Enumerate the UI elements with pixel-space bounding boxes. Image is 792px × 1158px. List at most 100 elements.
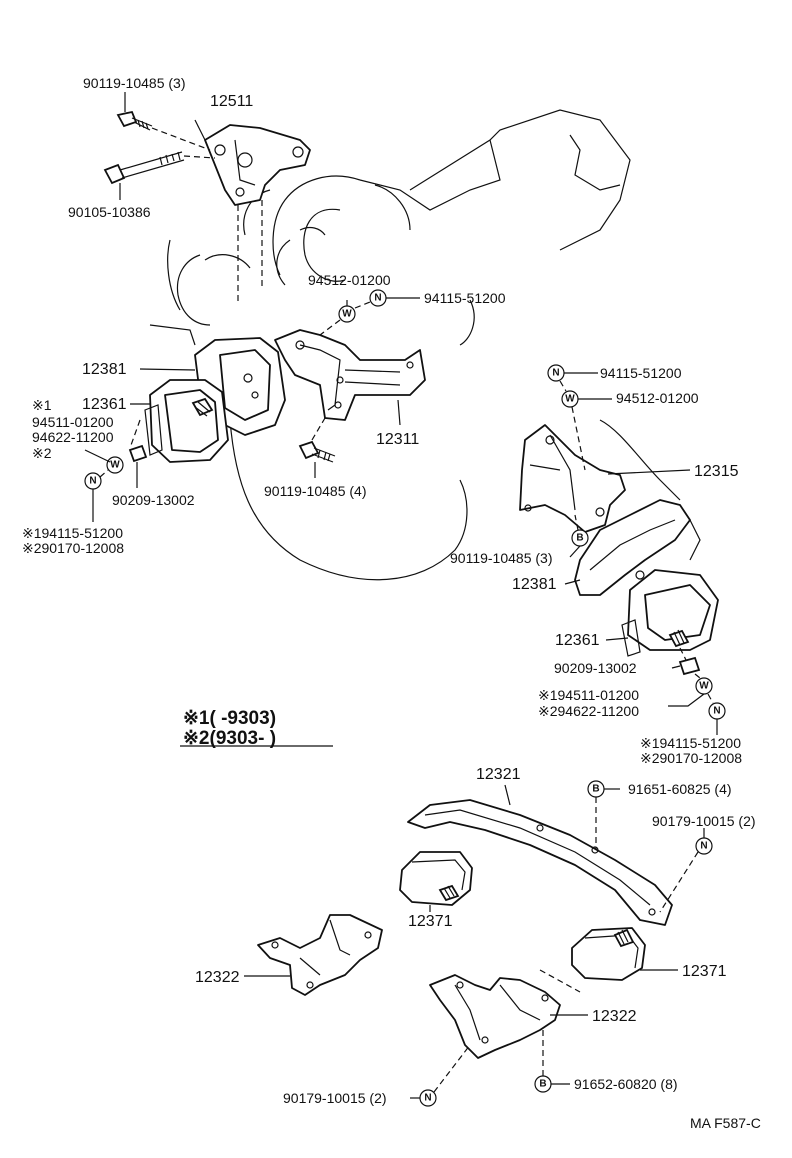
label-12511: 12511 (210, 93, 253, 110)
legend-note2: ※2(9303- ) (183, 728, 276, 749)
svg-text:N: N (713, 706, 720, 717)
legend-note1: ※1( -9303) (183, 708, 276, 729)
label-washer-note2: 94622-11200 (32, 429, 114, 445)
insulator-right (621, 569, 719, 657)
dash-right-washer2 (694, 673, 701, 679)
label-12371-right: 12371 (682, 963, 727, 980)
dash-top-nut (354, 301, 371, 309)
label-washer-note1: 94511-01200 (32, 414, 114, 430)
nut-symbol-right: N (708, 702, 726, 720)
bolt-90119-left (298, 440, 336, 463)
insulator-cover-right (574, 499, 691, 596)
label-12322-left: 12322 (195, 969, 240, 986)
insulator-rear-left (399, 851, 473, 906)
label-12322-right: 12322 (592, 1008, 637, 1025)
leader-right-sq (671, 665, 681, 669)
label-12311: 12311 (376, 431, 419, 448)
label-nut-note-right-2: ※290170-12008 (640, 750, 742, 766)
dash-long-bolt (183, 155, 216, 159)
leader-left-washer (84, 449, 111, 463)
label-12361-left: 12361 (82, 396, 127, 413)
washer-sq-right (678, 656, 701, 676)
washer-sq-left (128, 444, 148, 463)
label-12315: 12315 (694, 463, 739, 480)
dash-support-right (539, 969, 581, 993)
insulator-rear-right (571, 927, 646, 981)
bolt-90105-long (103, 151, 185, 185)
svg-text:N: N (552, 368, 559, 379)
svg-text:B: B (539, 1079, 546, 1090)
nut-symbol-right-top: N (547, 364, 565, 382)
dash-left-nut (99, 469, 109, 478)
bolt-symbol-right: B (571, 529, 589, 547)
label-washer-sq-right: 90209-13002 (554, 660, 637, 676)
label-nut-top: 94115-51200 (424, 290, 506, 306)
label-washer-right-top: 94512-01200 (616, 390, 699, 406)
svg-text:N: N (374, 293, 381, 304)
label-12381-right: 12381 (512, 576, 557, 593)
svg-text:B: B (592, 784, 599, 795)
label-bolt-long: 90105-10386 (68, 204, 151, 220)
bracket-12311 (274, 329, 426, 421)
label-washer-sq-left: 90209-13002 (112, 492, 195, 508)
label-bolt-top: 90119-10485 (3) (83, 75, 185, 91)
dash-right-top-washer (571, 406, 586, 471)
washer-symbol-left: W (106, 456, 124, 474)
dash-right-nut (707, 693, 714, 704)
leader-12311 (397, 399, 401, 426)
label-12381-left: 12381 (82, 361, 127, 378)
label-nut-right-top: 94115-51200 (600, 365, 682, 381)
svg-text:W: W (342, 309, 352, 320)
nut-symbol-top: N (369, 289, 387, 307)
dash-left-washer (129, 419, 141, 449)
washer-symbol-right-top: W (561, 390, 579, 408)
svg-text:B: B (576, 533, 583, 544)
engine-outline (149, 109, 701, 581)
label-bolt-right: 90119-10485 (3) (450, 550, 552, 566)
dash-right-bolt (574, 514, 579, 531)
label-nut-note-left-2: ※290170-12008 (22, 540, 124, 556)
dash-top-washer (319, 319, 341, 336)
leader-12315 (607, 469, 691, 475)
washer-symbol-right: W (695, 677, 713, 695)
leader-12381-left (139, 368, 196, 371)
leader-right-washer (668, 693, 705, 707)
insulator-left (144, 379, 229, 463)
bolt-symbol-top: B (587, 780, 605, 798)
bracket-12315 (519, 424, 626, 533)
svg-text:N: N (89, 476, 96, 487)
label-nut-crossmember: 90179-10015 (2) (652, 813, 756, 829)
crossmember-12321 (407, 799, 673, 926)
dash-right-top-nut (559, 380, 567, 392)
bracket-12511 (204, 124, 311, 206)
bolt-symbol-bottom: B (534, 1075, 552, 1093)
svg-text:N: N (424, 1093, 431, 1104)
label-note1-mark: ※1 (32, 397, 52, 413)
label-nut-note-right-1: ※194115-51200 (640, 735, 741, 751)
label-nut-bottom: 90179-10015 (2) (283, 1090, 387, 1106)
dash-top-bolt (151, 127, 211, 151)
label-bolt-b-bottom: 91652-60820 (8) (574, 1076, 678, 1092)
dash-nut-crossmember (659, 851, 699, 913)
label-12371-left: 12371 (408, 913, 453, 930)
label-washer-note-right-2: ※294622-11200 (538, 703, 639, 719)
label-washer-top: 94512-01200 (308, 272, 391, 288)
leader-12381-right (564, 579, 581, 585)
nut-symbol-bottom: N (419, 1089, 437, 1107)
svg-text:W: W (110, 460, 120, 471)
nut-symbol-left: N (84, 472, 102, 490)
support-right-12322 (429, 974, 561, 1059)
label-nut-note-left-1: ※194115-51200 (22, 525, 123, 541)
dash-left-bolt (311, 417, 326, 441)
support-left-12322 (257, 914, 383, 996)
label-washer-note-right-1: ※194511-01200 (538, 687, 639, 703)
label-note2-mark: ※2 (32, 445, 52, 461)
label-bolt-b-top: 91651-60825 (4) (628, 781, 732, 797)
svg-text:W: W (699, 681, 709, 692)
washer-symbol-top: W (338, 305, 356, 323)
label-12321: 12321 (476, 766, 521, 783)
dash-nut-bottom (433, 1044, 471, 1093)
dash-right-washer (679, 647, 687, 661)
